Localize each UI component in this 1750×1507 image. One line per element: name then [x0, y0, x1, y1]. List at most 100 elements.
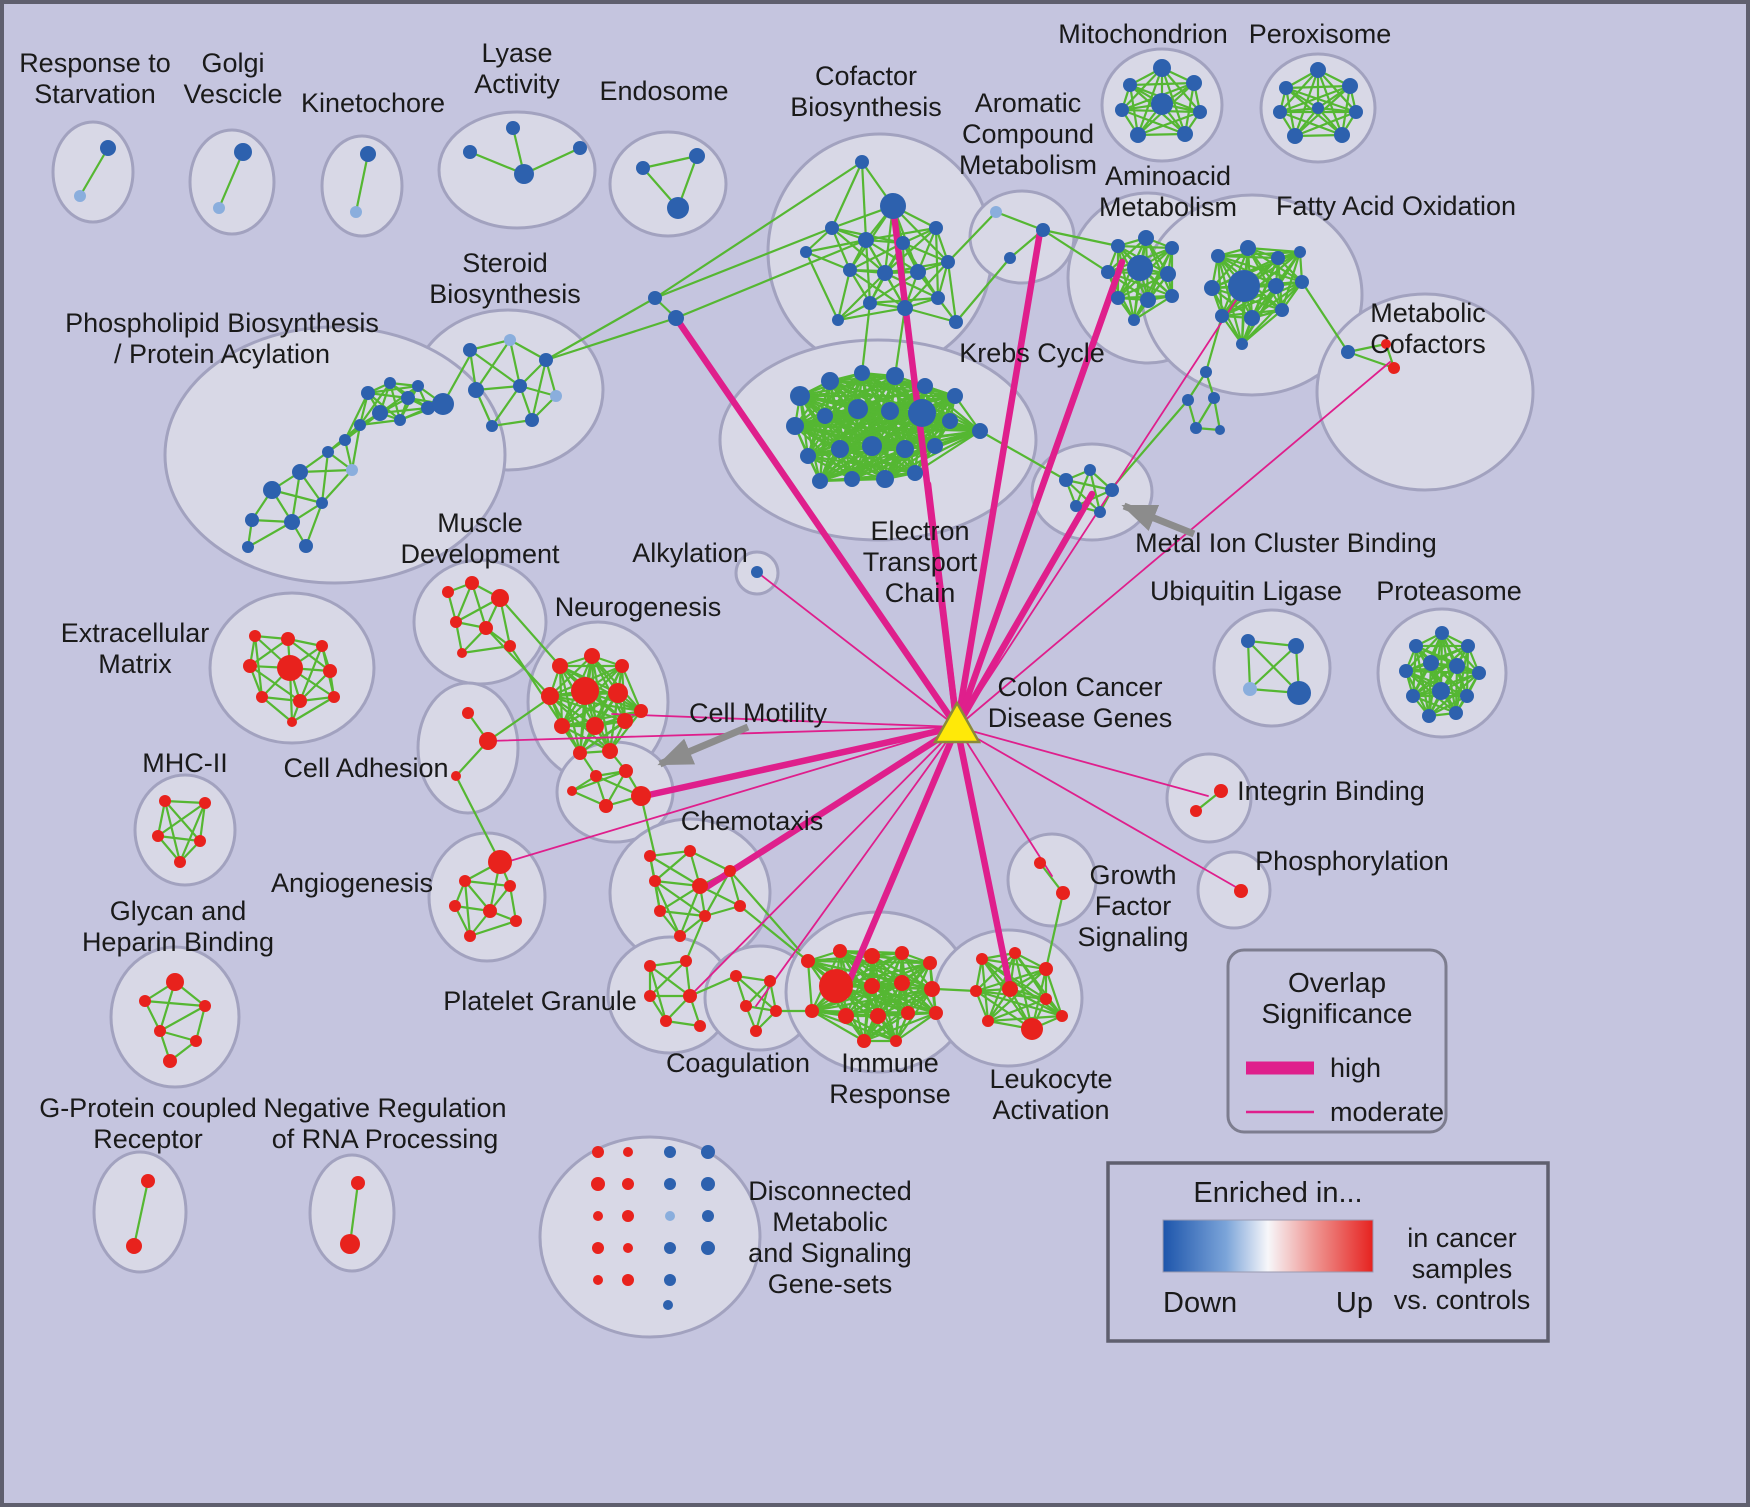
gene-set-node	[805, 1004, 819, 1018]
gene-set-edge	[869, 271, 919, 304]
gene-set-node	[970, 985, 982, 997]
label-fatty-acid-oxidation: Fatty Acid Oxidation	[1276, 191, 1516, 221]
gene-set-node	[931, 291, 945, 305]
label-cofactor-biosynthesis-line: Biosynthesis	[790, 92, 942, 122]
gene-set-edge	[157, 802, 206, 837]
gene-set-edge	[819, 445, 873, 482]
label-chemotaxis: Chemotaxis	[681, 806, 824, 836]
gene-set-node	[1208, 392, 1220, 404]
gene-set-edge	[862, 985, 874, 1042]
gene-set-node	[510, 915, 522, 927]
gene-set-edge	[1405, 669, 1480, 675]
gene-set-node	[1399, 664, 1413, 678]
gene-set-node	[801, 954, 815, 968]
gene-set-edge	[1065, 478, 1113, 492]
gene-set-edge	[1279, 84, 1351, 114]
gene-set-node	[664, 1146, 676, 1158]
gene-set-edge	[839, 419, 951, 451]
label-response-to-starvation-line: Response to	[19, 48, 171, 78]
gene-set-node	[680, 955, 692, 967]
gene-set-node	[242, 541, 254, 553]
overlap-edge-high	[953, 228, 1044, 731]
label-endosome: Endosome	[599, 76, 728, 106]
gene-set-node	[256, 691, 268, 703]
gene-set-node	[1070, 500, 1082, 512]
gene-set-node	[770, 1005, 782, 1017]
label-negative-regulation-rna-processing-line: Negative Regulation	[263, 1093, 506, 1123]
gene-set-node	[1056, 886, 1070, 900]
gene-set-node	[907, 465, 923, 481]
high-significance-label-line: high	[1330, 1053, 1381, 1083]
gene-set-edge	[807, 455, 853, 480]
gene-set-edge	[1221, 251, 1301, 317]
gene-set-node	[340, 1234, 360, 1254]
gene-set-node	[664, 1178, 676, 1190]
gene-set-edge	[805, 238, 867, 254]
gene-set-edge	[863, 1011, 937, 1043]
gene-set-edge	[975, 990, 1033, 1030]
label-integrin-binding-line: Integrin Binding	[1237, 776, 1425, 806]
disease-genes-triangle	[932, 700, 982, 744]
gene-set-node	[1236, 338, 1248, 350]
enriched-legend-title-line: Enriched in...	[1193, 1177, 1362, 1209]
gene-set-node	[1334, 127, 1350, 143]
label-leukocyte-activation-line: Activation	[992, 1095, 1109, 1125]
gene-set-node	[328, 691, 340, 703]
gene-set-node	[74, 190, 86, 202]
gene-set-edge	[79, 147, 109, 197]
gene-set-node	[1138, 230, 1154, 246]
inter-cluster-edge	[455, 775, 501, 863]
label-cofactor-biosynthesis-line: Cofactor	[815, 61, 917, 91]
gene-set-node	[701, 1177, 715, 1191]
gene-set-edge	[811, 952, 903, 1012]
gene-set-node	[858, 232, 874, 248]
label-immune-response-line: Response	[829, 1079, 951, 1109]
gene-set-node	[479, 732, 497, 750]
overlap-edge-high	[953, 258, 1126, 731]
gene-set-edge	[249, 638, 289, 667]
label-fatty-acid-oxidation-line: Fatty Acid Oxidation	[1276, 191, 1516, 221]
inter-cluster-edge	[947, 211, 997, 263]
gene-set-node	[740, 1000, 752, 1012]
gene-set-edge	[1247, 639, 1297, 648]
gene-set-node	[1287, 681, 1311, 705]
overlap-legend-title-line: Significance	[1262, 998, 1413, 1029]
label-integrin-binding: Integrin Binding	[1237, 776, 1425, 806]
gene-set-node	[166, 973, 184, 991]
gene-set-node	[870, 1008, 886, 1024]
gene-set-node	[1056, 1010, 1068, 1022]
gene-set-edge	[839, 410, 891, 450]
gene-set-node	[701, 1241, 715, 1255]
gene-set-edge	[367, 384, 419, 395]
gene-set-node	[394, 414, 406, 426]
gene-set-edge	[1279, 110, 1343, 137]
cluster-bubble-disconnected-gene-sets	[538, 1135, 762, 1339]
gene-set-node	[1111, 239, 1125, 253]
label-aromatic-compound-metabolism-line: Aromatic	[975, 88, 1082, 118]
inter-cluster-edge	[545, 297, 656, 361]
gene-set-node	[174, 856, 186, 868]
gene-set-node	[896, 440, 914, 458]
gene-set-node	[468, 382, 484, 398]
gene-set-edge	[350, 424, 362, 471]
gene-set-node	[663, 1300, 673, 1310]
gene-set-node	[488, 850, 512, 874]
gene-set-node	[1190, 422, 1202, 434]
enriched-gradient-bar	[1162, 1219, 1374, 1273]
inter-cluster-edge	[739, 905, 809, 962]
label-chemotaxis-line: Chemotaxis	[681, 806, 824, 836]
gene-set-node	[592, 1242, 604, 1254]
gene-set-node	[571, 677, 599, 705]
arrows-layer	[657, 502, 1196, 768]
cluster-bubble-golgi-vescicle	[188, 128, 276, 236]
overlap-edge-high	[672, 314, 961, 731]
gene-set-edge	[794, 372, 863, 427]
gene-set-edge	[1405, 632, 1443, 672]
gene-set-edge	[824, 414, 981, 433]
gene-set-node	[539, 353, 553, 367]
gene-set-edge	[987, 997, 1047, 1023]
gene-set-node	[159, 795, 171, 807]
